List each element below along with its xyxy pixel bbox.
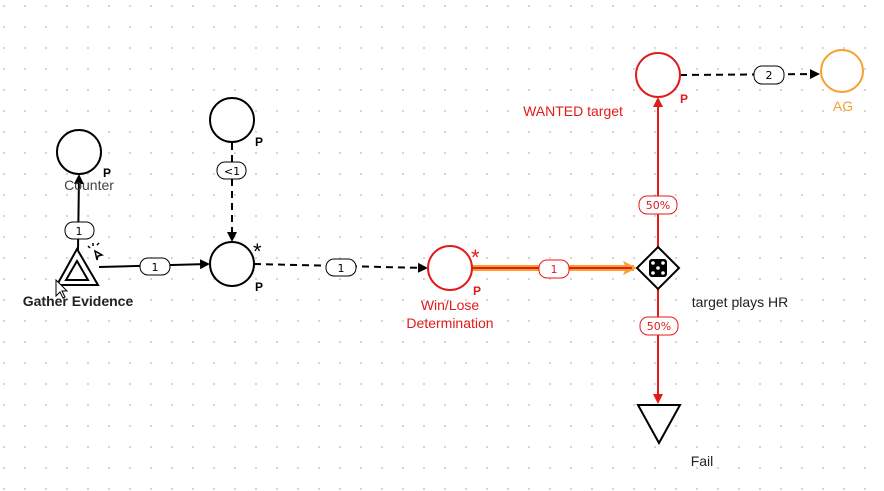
middle-pool[interactable]: * P bbox=[209, 239, 263, 294]
edge-label: 1 bbox=[338, 262, 345, 275]
edge-label: 50% bbox=[646, 199, 670, 212]
interactive-click-icon bbox=[87, 242, 104, 261]
edge-gate-to-fail[interactable]: 50% bbox=[639, 289, 679, 404]
edge-winlose-to-gate[interactable]: 1 bbox=[472, 259, 637, 279]
edge-wanted-to-ag[interactable]: 2 bbox=[679, 65, 820, 85]
edge-label: 1 bbox=[551, 263, 558, 276]
gate-label: target plays HR bbox=[692, 294, 788, 310]
automatic-marker: * bbox=[253, 239, 262, 264]
edge-label: 2 bbox=[766, 69, 773, 82]
automatic-marker: * bbox=[471, 245, 480, 270]
counter-label: Counter bbox=[64, 177, 114, 193]
player-flag: P bbox=[680, 92, 688, 106]
edge-label: 1 bbox=[152, 261, 159, 274]
player-flag: P bbox=[103, 166, 111, 180]
wanted-target-label: WANTED target bbox=[523, 103, 623, 119]
edge-label: <1 bbox=[224, 165, 240, 178]
fail-label: Fail bbox=[691, 453, 714, 469]
player-flag: P bbox=[255, 135, 263, 149]
win-lose-label-line2: Determination bbox=[406, 315, 493, 331]
edge-gather-to-pool[interactable]: 1 bbox=[98, 257, 210, 276]
player-flag: P bbox=[255, 280, 263, 294]
edge-label: 50% bbox=[647, 320, 671, 333]
edge-gate-to-wanted[interactable]: 50% bbox=[638, 97, 678, 247]
edge-gather-to-counter[interactable]: 1 bbox=[64, 174, 95, 251]
fail-drain[interactable]: Fail bbox=[636, 404, 714, 469]
counter-pool[interactable]: P Counter bbox=[56, 129, 114, 193]
edge-label: 1 bbox=[76, 225, 83, 238]
mouse-cursor-icon bbox=[55, 278, 69, 299]
ag-label: AG bbox=[833, 98, 853, 114]
gather-evidence-source[interactable]: Gather Evidence bbox=[23, 242, 134, 309]
ag-pool[interactable]: AG bbox=[820, 49, 864, 114]
random-gate[interactable]: target plays HR bbox=[635, 245, 788, 310]
top-pool[interactable]: P bbox=[209, 97, 263, 149]
gather-evidence-label: Gather Evidence bbox=[23, 293, 134, 309]
win-lose-label-line1: Win/Lose bbox=[421, 297, 480, 313]
dice-icon bbox=[649, 259, 667, 277]
edge-top-to-pool[interactable]: <1 bbox=[216, 143, 247, 242]
wanted-target-pool[interactable]: P WANTED target bbox=[523, 52, 688, 119]
win-lose-pool[interactable]: * P Win/Lose Determination bbox=[406, 245, 494, 331]
player-flag: P bbox=[473, 284, 481, 298]
edge-pool-to-winlose[interactable]: 1 bbox=[253, 258, 428, 277]
